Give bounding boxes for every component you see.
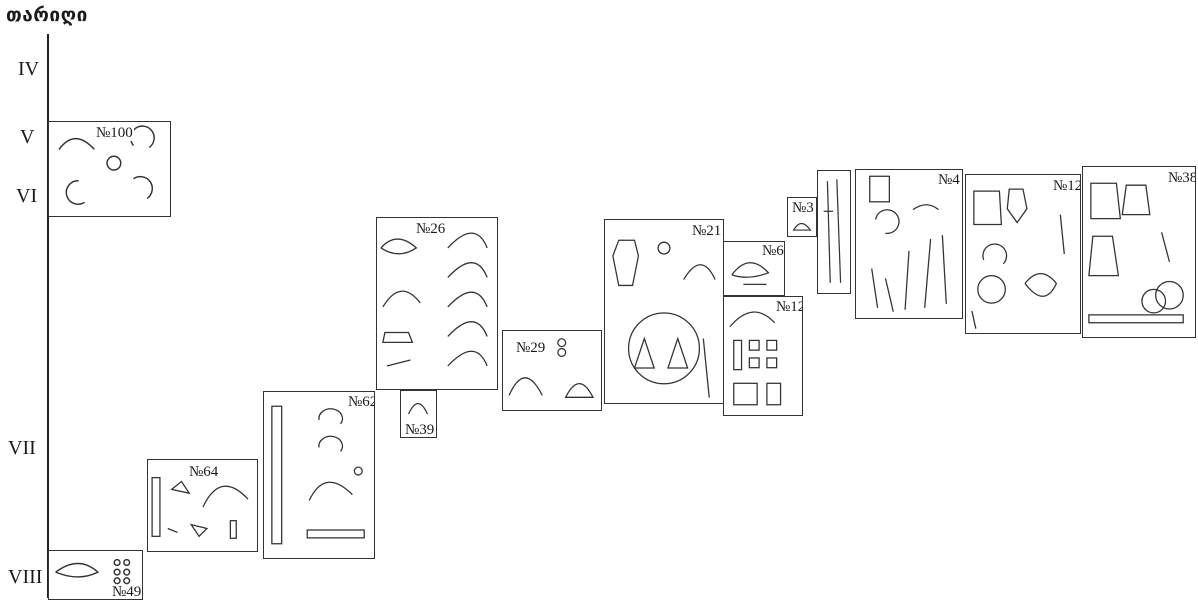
- tomb-label: №21: [691, 224, 722, 239]
- tomb-label: №64: [188, 465, 219, 480]
- tomb-plate-100: №100: [48, 121, 171, 217]
- tomb-label: №12: [1052, 179, 1081, 194]
- tomb-label: №6: [761, 244, 785, 259]
- artifact-drawings: [1083, 167, 1195, 337]
- century-label-v: V: [20, 126, 34, 149]
- tomb-label: №4: [937, 173, 961, 188]
- artifact-drawings: [966, 175, 1080, 333]
- tomb-plate-62: №62: [263, 391, 375, 559]
- tomb-label: №3: [791, 201, 815, 216]
- tomb-plate-12b: №12: [965, 174, 1081, 334]
- tomb-label: №39: [404, 423, 435, 438]
- tomb-label: №62: [347, 395, 375, 410]
- artifact-drawings: [377, 218, 497, 389]
- century-label-viii: VIII: [8, 566, 42, 589]
- tomb-plate-64: №64: [147, 459, 258, 552]
- tomb-label: №12: [775, 300, 803, 315]
- tomb-plate-swords: [817, 170, 851, 294]
- axis-title: თარიღი: [6, 4, 88, 26]
- artifact-drawings: [818, 171, 850, 293]
- artifact-drawings: [605, 220, 723, 403]
- tomb-plate-26: №26: [376, 217, 498, 390]
- tomb-plate-21: №21: [604, 219, 724, 404]
- tomb-plate-6: №6: [723, 241, 785, 296]
- tomb-label: №26: [415, 222, 446, 237]
- tomb-label: №100: [95, 126, 134, 141]
- century-label-vi: VI: [16, 185, 37, 208]
- axis-line: [47, 34, 49, 598]
- tomb-label: №29: [515, 341, 546, 356]
- century-label-vii: VII: [8, 437, 36, 460]
- tomb-plate-12a: №12: [723, 296, 803, 416]
- tomb-plate-39: №39: [400, 390, 437, 438]
- tomb-label: №38: [1167, 171, 1196, 186]
- artifact-drawings: [264, 392, 374, 558]
- artifact-drawings: [856, 170, 962, 318]
- tomb-plate-38: №38: [1082, 166, 1196, 338]
- tomb-plate-49: №49: [48, 550, 143, 600]
- tomb-plate-4: №4: [855, 169, 963, 319]
- tomb-label: №49: [111, 585, 142, 600]
- tomb-plate-3: №3: [787, 197, 817, 237]
- tomb-plate-29: №29: [502, 330, 602, 411]
- century-label-iv: IV: [18, 58, 39, 81]
